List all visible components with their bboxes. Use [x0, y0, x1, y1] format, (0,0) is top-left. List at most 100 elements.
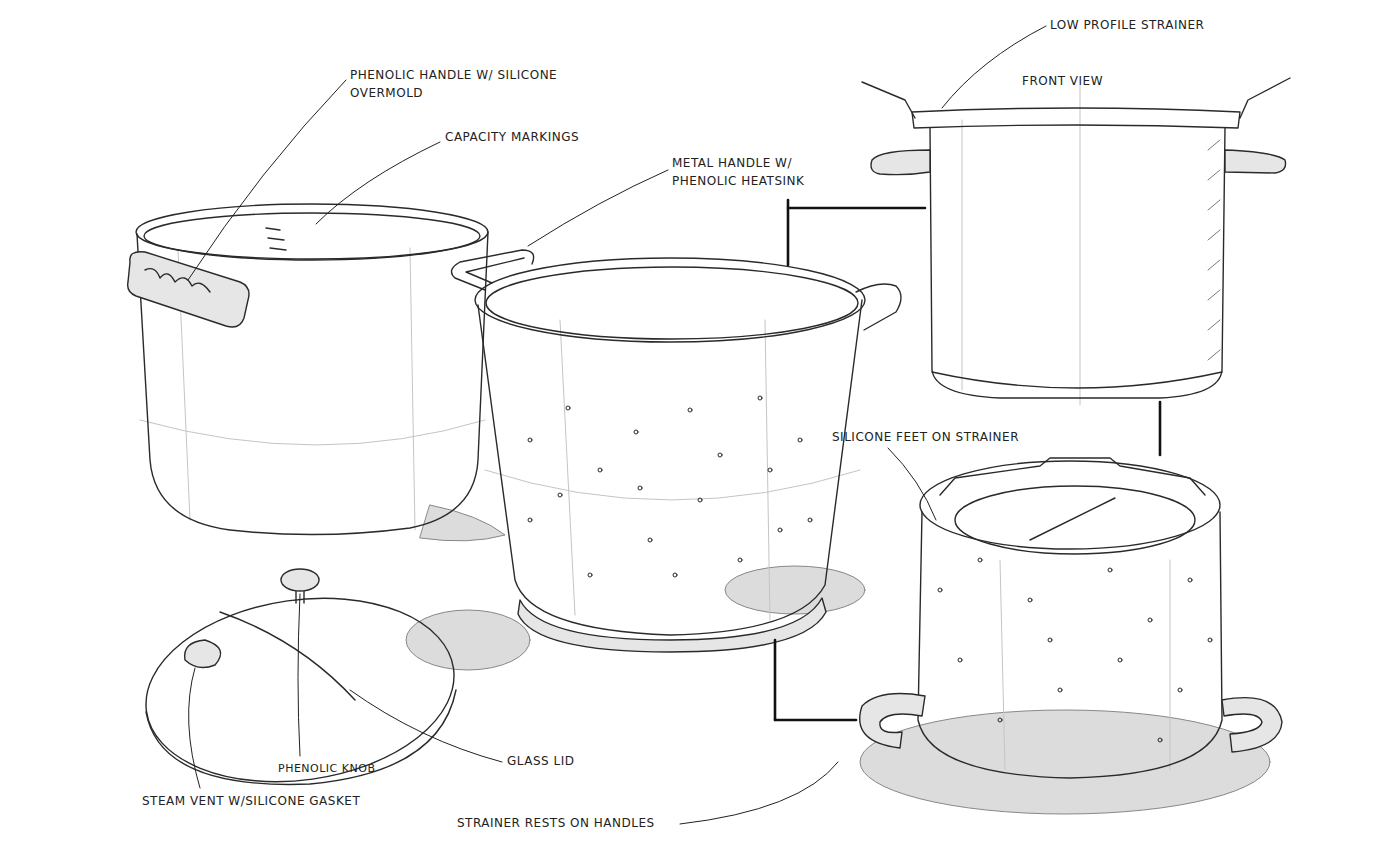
perforation — [1058, 688, 1062, 692]
strainer-on-pot — [940, 458, 1205, 495]
construction-line — [560, 320, 575, 615]
perforation — [978, 558, 982, 562]
perforated-strainer — [466, 258, 524, 283]
perforation — [1028, 598, 1032, 602]
perforation — [758, 396, 762, 400]
leader-line — [189, 668, 200, 788]
perforation — [638, 486, 642, 490]
view-bracket — [775, 719, 856, 722]
callout-label: LOW PROFILE STRAINER — [1050, 16, 1204, 34]
shade-hatch — [1208, 140, 1220, 360]
perforation — [598, 468, 602, 472]
front-view-pot — [871, 150, 930, 175]
perforation — [673, 573, 677, 577]
callout-label: GLASS LID — [507, 752, 574, 770]
shade-hatch — [1208, 230, 1220, 240]
perforated-strainer — [478, 300, 862, 635]
perforation — [566, 406, 570, 410]
front-view-pot — [930, 128, 1225, 398]
stock-pot — [144, 213, 480, 259]
front-view-pot — [1225, 150, 1286, 173]
perforated-strainer — [451, 250, 901, 652]
callout-label: METAL HANDLE W/ PHENOLIC HEATSINK — [672, 154, 850, 190]
perforation — [778, 528, 782, 532]
glass-lid — [295, 590, 296, 603]
perforation — [698, 498, 702, 502]
perforation — [1188, 578, 1192, 582]
perforation — [1048, 638, 1052, 642]
glass-lid — [303, 590, 304, 603]
perforation — [958, 658, 962, 662]
perforation — [718, 453, 722, 457]
shade-hatch — [1208, 320, 1220, 330]
construction-line — [410, 248, 415, 530]
glass-lid — [146, 690, 456, 784]
view-bracket — [788, 207, 925, 210]
perforation — [1158, 738, 1162, 742]
perforation — [808, 518, 812, 522]
shade-hatch — [1208, 350, 1220, 360]
view-bracket — [774, 640, 777, 720]
glass-lid — [134, 569, 466, 801]
perforation — [798, 438, 802, 442]
callout-label: PHENOLIC KNOB — [278, 760, 375, 778]
strainer-on-pot — [920, 461, 1220, 549]
leader-line — [316, 142, 440, 224]
stock-pot — [128, 252, 249, 327]
perforation — [1148, 618, 1152, 622]
leader-line — [188, 26, 1046, 824]
leader-line — [680, 762, 838, 824]
cast-shadow — [420, 505, 505, 541]
perforation — [634, 430, 638, 434]
perforation — [558, 493, 562, 497]
callout-label: FRONT VIEW — [1022, 72, 1103, 90]
strainer-on-pot — [1222, 698, 1282, 752]
construction-line — [962, 120, 963, 390]
leader-line — [350, 690, 502, 762]
perforated-strainer — [518, 598, 826, 652]
glass-lid — [134, 579, 466, 800]
cast-shadow — [406, 610, 530, 670]
stock-pot — [136, 204, 488, 260]
perforated-strainer — [856, 284, 901, 330]
perforated-strainer — [475, 258, 865, 342]
construction-line — [1080, 85, 1081, 405]
callout-label: SILICONE FEET ON STRAINER — [832, 428, 1019, 446]
shade-hatch — [1208, 200, 1220, 210]
glass-lid — [281, 569, 319, 591]
cast-shadow — [860, 710, 1270, 814]
shade-hatch — [1208, 260, 1220, 270]
perforation — [998, 718, 1002, 722]
view-bracket — [775, 200, 1160, 720]
construction-line — [1170, 560, 1171, 770]
cast-shadow — [725, 566, 865, 614]
glass-lid — [185, 640, 221, 668]
front-view-pot — [932, 372, 1222, 388]
perforation — [528, 396, 812, 577]
leader-line — [528, 170, 668, 246]
callout-label: CAPACITY MARKINGS — [445, 128, 579, 146]
front-view-pot — [862, 78, 1290, 398]
leader-line — [942, 26, 1046, 108]
view-bracket — [787, 200, 790, 265]
strainer-on-pot — [1030, 498, 1115, 540]
shade-hatch — [1208, 290, 1220, 300]
stock-pot — [270, 248, 286, 250]
glass-lid — [220, 612, 355, 700]
leader-line — [298, 594, 300, 756]
perforated-strainer — [486, 267, 858, 339]
front-view-pot — [912, 108, 1240, 128]
perforated-strainer — [451, 250, 533, 290]
perforation — [528, 438, 532, 442]
shade-hatch — [1208, 140, 1220, 150]
perforation — [688, 408, 692, 412]
callout-label: STEAM VENT W/SILICONE GASKET — [142, 792, 360, 810]
cast-shadow — [406, 505, 1270, 814]
perforation — [938, 588, 942, 592]
construction-line — [1000, 560, 1005, 770]
leader-line — [888, 448, 936, 520]
stock-pot — [128, 204, 488, 535]
stock-pot — [268, 238, 284, 240]
